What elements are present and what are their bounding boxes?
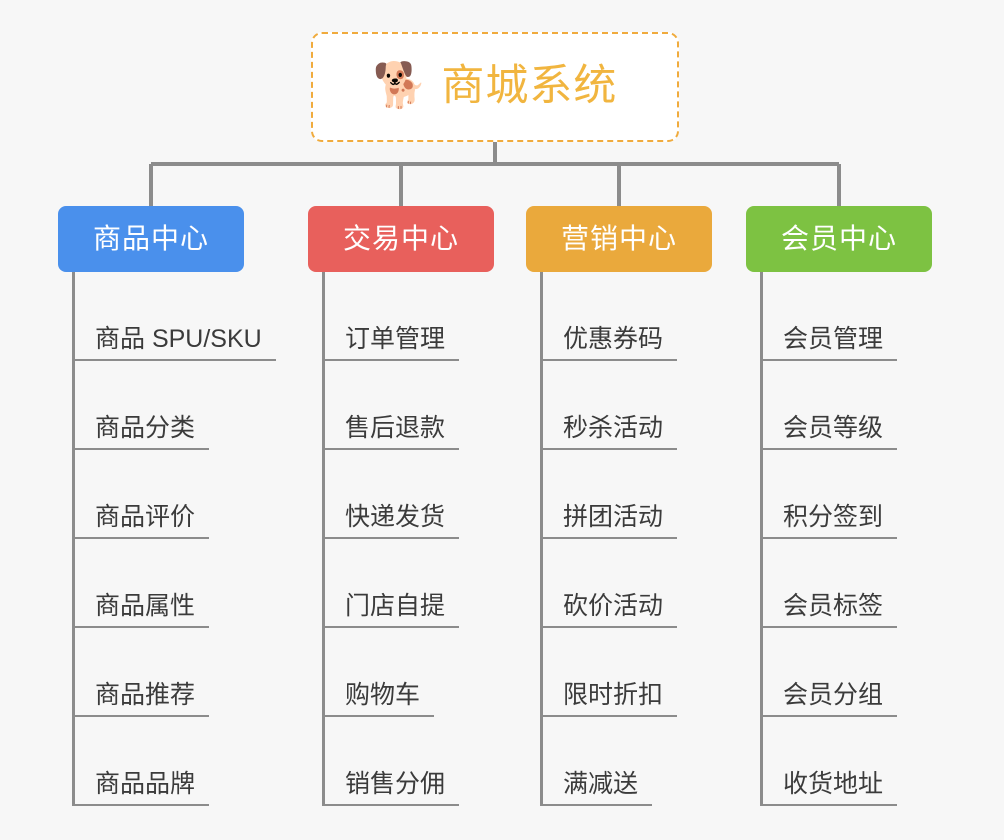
list-item[interactable]: 收货地址	[760, 717, 932, 806]
leaf-underline	[322, 448, 459, 450]
list-item[interactable]: 积分签到	[760, 450, 932, 539]
leaf-label: 会员等级	[783, 414, 884, 442]
leaf-label: 秒杀活动	[563, 414, 664, 442]
leaf-label: 会员管理	[783, 325, 884, 353]
leaf-label: 拼团活动	[563, 503, 664, 531]
list-item[interactable]: 会员标签	[760, 539, 932, 628]
category-header-3-label: 营销中心	[560, 223, 677, 254]
list-item[interactable]: 快递发货	[322, 450, 494, 539]
leaf-label: 商品品牌	[95, 770, 196, 798]
leaf-list-4: 会员管理 会员等级 积分签到 会员标签 会员分组 收货地址	[760, 272, 932, 806]
leaf-underline	[322, 537, 459, 539]
root-node-content: 🐕 商城系统	[373, 64, 618, 108]
category-header-2[interactable]: 交易中心	[308, 206, 494, 272]
category-header-4[interactable]: 会员中心	[746, 206, 932, 272]
list-item[interactable]: 商品 SPU/SKU	[72, 272, 290, 361]
list-item[interactable]: 满减送	[540, 717, 712, 806]
list-item[interactable]: 会员等级	[760, 361, 932, 450]
leaf-label: 收货地址	[783, 770, 884, 798]
category-header-1-label: 商品中心	[92, 223, 209, 254]
leaf-underline	[540, 626, 677, 628]
list-item[interactable]: 售后退款	[322, 361, 494, 450]
leaf-underline	[72, 626, 209, 628]
category-header-4-label: 会员中心	[780, 223, 897, 254]
leaf-underline	[322, 715, 434, 717]
list-item[interactable]: 会员分组	[760, 628, 932, 717]
root-node-label: 商城系统	[441, 61, 618, 110]
leaf-underline	[760, 448, 897, 450]
root-node[interactable]: 🐕 商城系统	[311, 32, 679, 142]
leaf-underline	[760, 626, 897, 628]
leaf-label: 优惠券码	[563, 325, 664, 353]
leaf-underline	[540, 804, 652, 806]
leaf-label: 会员分组	[783, 681, 884, 709]
leaf-label: 满减送	[563, 770, 639, 798]
leaf-underline	[72, 804, 209, 806]
category-header-3[interactable]: 营销中心	[526, 206, 712, 272]
leaf-underline	[760, 715, 897, 717]
list-item[interactable]: 会员管理	[760, 272, 932, 361]
leaf-label: 商品推荐	[95, 681, 196, 709]
list-item[interactable]: 商品属性	[72, 539, 290, 628]
leaf-label: 门店自提	[345, 592, 446, 620]
leaf-list-2: 订单管理 售后退款 快递发货 门店自提 购物车 销售分佣	[322, 272, 494, 806]
leaf-underline	[322, 626, 459, 628]
leaf-underline	[72, 715, 209, 717]
list-item[interactable]: 优惠券码	[540, 272, 712, 361]
leaf-underline	[540, 537, 677, 539]
leaf-list-3: 优惠券码 秒杀活动 拼团活动 砍价活动 限时折扣 满减送	[540, 272, 712, 806]
leaf-underline	[72, 448, 209, 450]
leaf-label: 商品属性	[95, 592, 196, 620]
list-item[interactable]: 购物车	[322, 628, 494, 717]
leaf-label: 会员标签	[783, 592, 884, 620]
branch-column-1: 商品中心 商品 SPU/SKU 商品分类 商品评价 商品属性 商品推荐	[58, 206, 290, 806]
leaf-label: 购物车	[345, 681, 421, 709]
leaf-underline	[540, 715, 677, 717]
list-item[interactable]: 商品评价	[72, 450, 290, 539]
list-item[interactable]: 商品分类	[72, 361, 290, 450]
leaf-underline	[540, 359, 677, 361]
list-item[interactable]: 限时折扣	[540, 628, 712, 717]
list-item[interactable]: 门店自提	[322, 539, 494, 628]
leaf-underline	[322, 359, 459, 361]
leaf-label: 商品评价	[95, 503, 196, 531]
leaf-underline	[322, 804, 459, 806]
shiba-dog-face-icon: 🐕	[372, 61, 428, 110]
leaf-label: 商品分类	[95, 414, 196, 442]
leaf-label: 订单管理	[345, 325, 446, 353]
category-header-2-label: 交易中心	[342, 223, 459, 254]
leaf-underline	[760, 537, 897, 539]
leaf-label: 砍价活动	[563, 592, 664, 620]
leaf-underline	[72, 537, 209, 539]
list-item[interactable]: 销售分佣	[322, 717, 494, 806]
leaf-label: 积分签到	[783, 503, 884, 531]
leaf-underline	[760, 359, 897, 361]
leaf-list-1: 商品 SPU/SKU 商品分类 商品评价 商品属性 商品推荐 商品品牌	[72, 272, 290, 806]
list-item[interactable]: 秒杀活动	[540, 361, 712, 450]
branch-column-3: 营销中心 优惠券码 秒杀活动 拼团活动 砍价活动 限时折扣	[526, 206, 712, 806]
list-item[interactable]: 商品推荐	[72, 628, 290, 717]
leaf-underline	[540, 448, 677, 450]
list-item[interactable]: 拼团活动	[540, 450, 712, 539]
leaf-underline	[760, 804, 897, 806]
list-item[interactable]: 砍价活动	[540, 539, 712, 628]
branch-column-4: 会员中心 会员管理 会员等级 积分签到 会员标签 会员分组	[746, 206, 932, 806]
branch-column-2: 交易中心 订单管理 售后退款 快递发货 门店自提 购物车	[308, 206, 494, 806]
list-item[interactable]: 订单管理	[322, 272, 494, 361]
list-item[interactable]: 商品品牌	[72, 717, 290, 806]
category-header-1[interactable]: 商品中心	[58, 206, 244, 272]
leaf-label: 售后退款	[345, 414, 446, 442]
leaf-label: 商品 SPU/SKU	[95, 325, 262, 353]
leaf-label: 限时折扣	[563, 681, 664, 709]
leaf-underline	[72, 359, 276, 361]
leaf-label: 快递发货	[345, 503, 446, 531]
leaf-label: 销售分佣	[345, 770, 446, 798]
